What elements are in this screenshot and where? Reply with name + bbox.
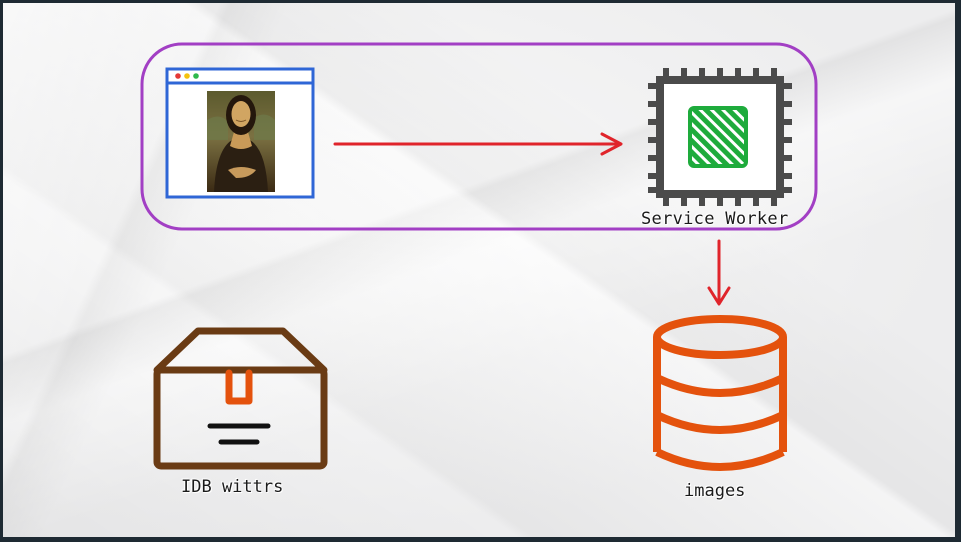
client-group-outline — [140, 42, 818, 231]
cpu-chip-icon — [648, 68, 792, 206]
window-maximize-dot — [193, 73, 199, 79]
window-minimize-dot — [184, 73, 190, 79]
chip-core — [690, 108, 746, 166]
fetch-arrow — [707, 239, 731, 306]
mona-lisa-image — [207, 91, 275, 192]
window-close-dot — [175, 73, 181, 79]
images-label: images — [684, 481, 746, 501]
archive-box-icon — [153, 327, 328, 470]
service-worker-label: Service Worker — [641, 209, 789, 229]
paper-background — [3, 3, 955, 537]
request-arrow — [333, 132, 623, 156]
database-icon — [653, 315, 787, 471]
idb-label: IDB wittrs — [181, 477, 284, 497]
